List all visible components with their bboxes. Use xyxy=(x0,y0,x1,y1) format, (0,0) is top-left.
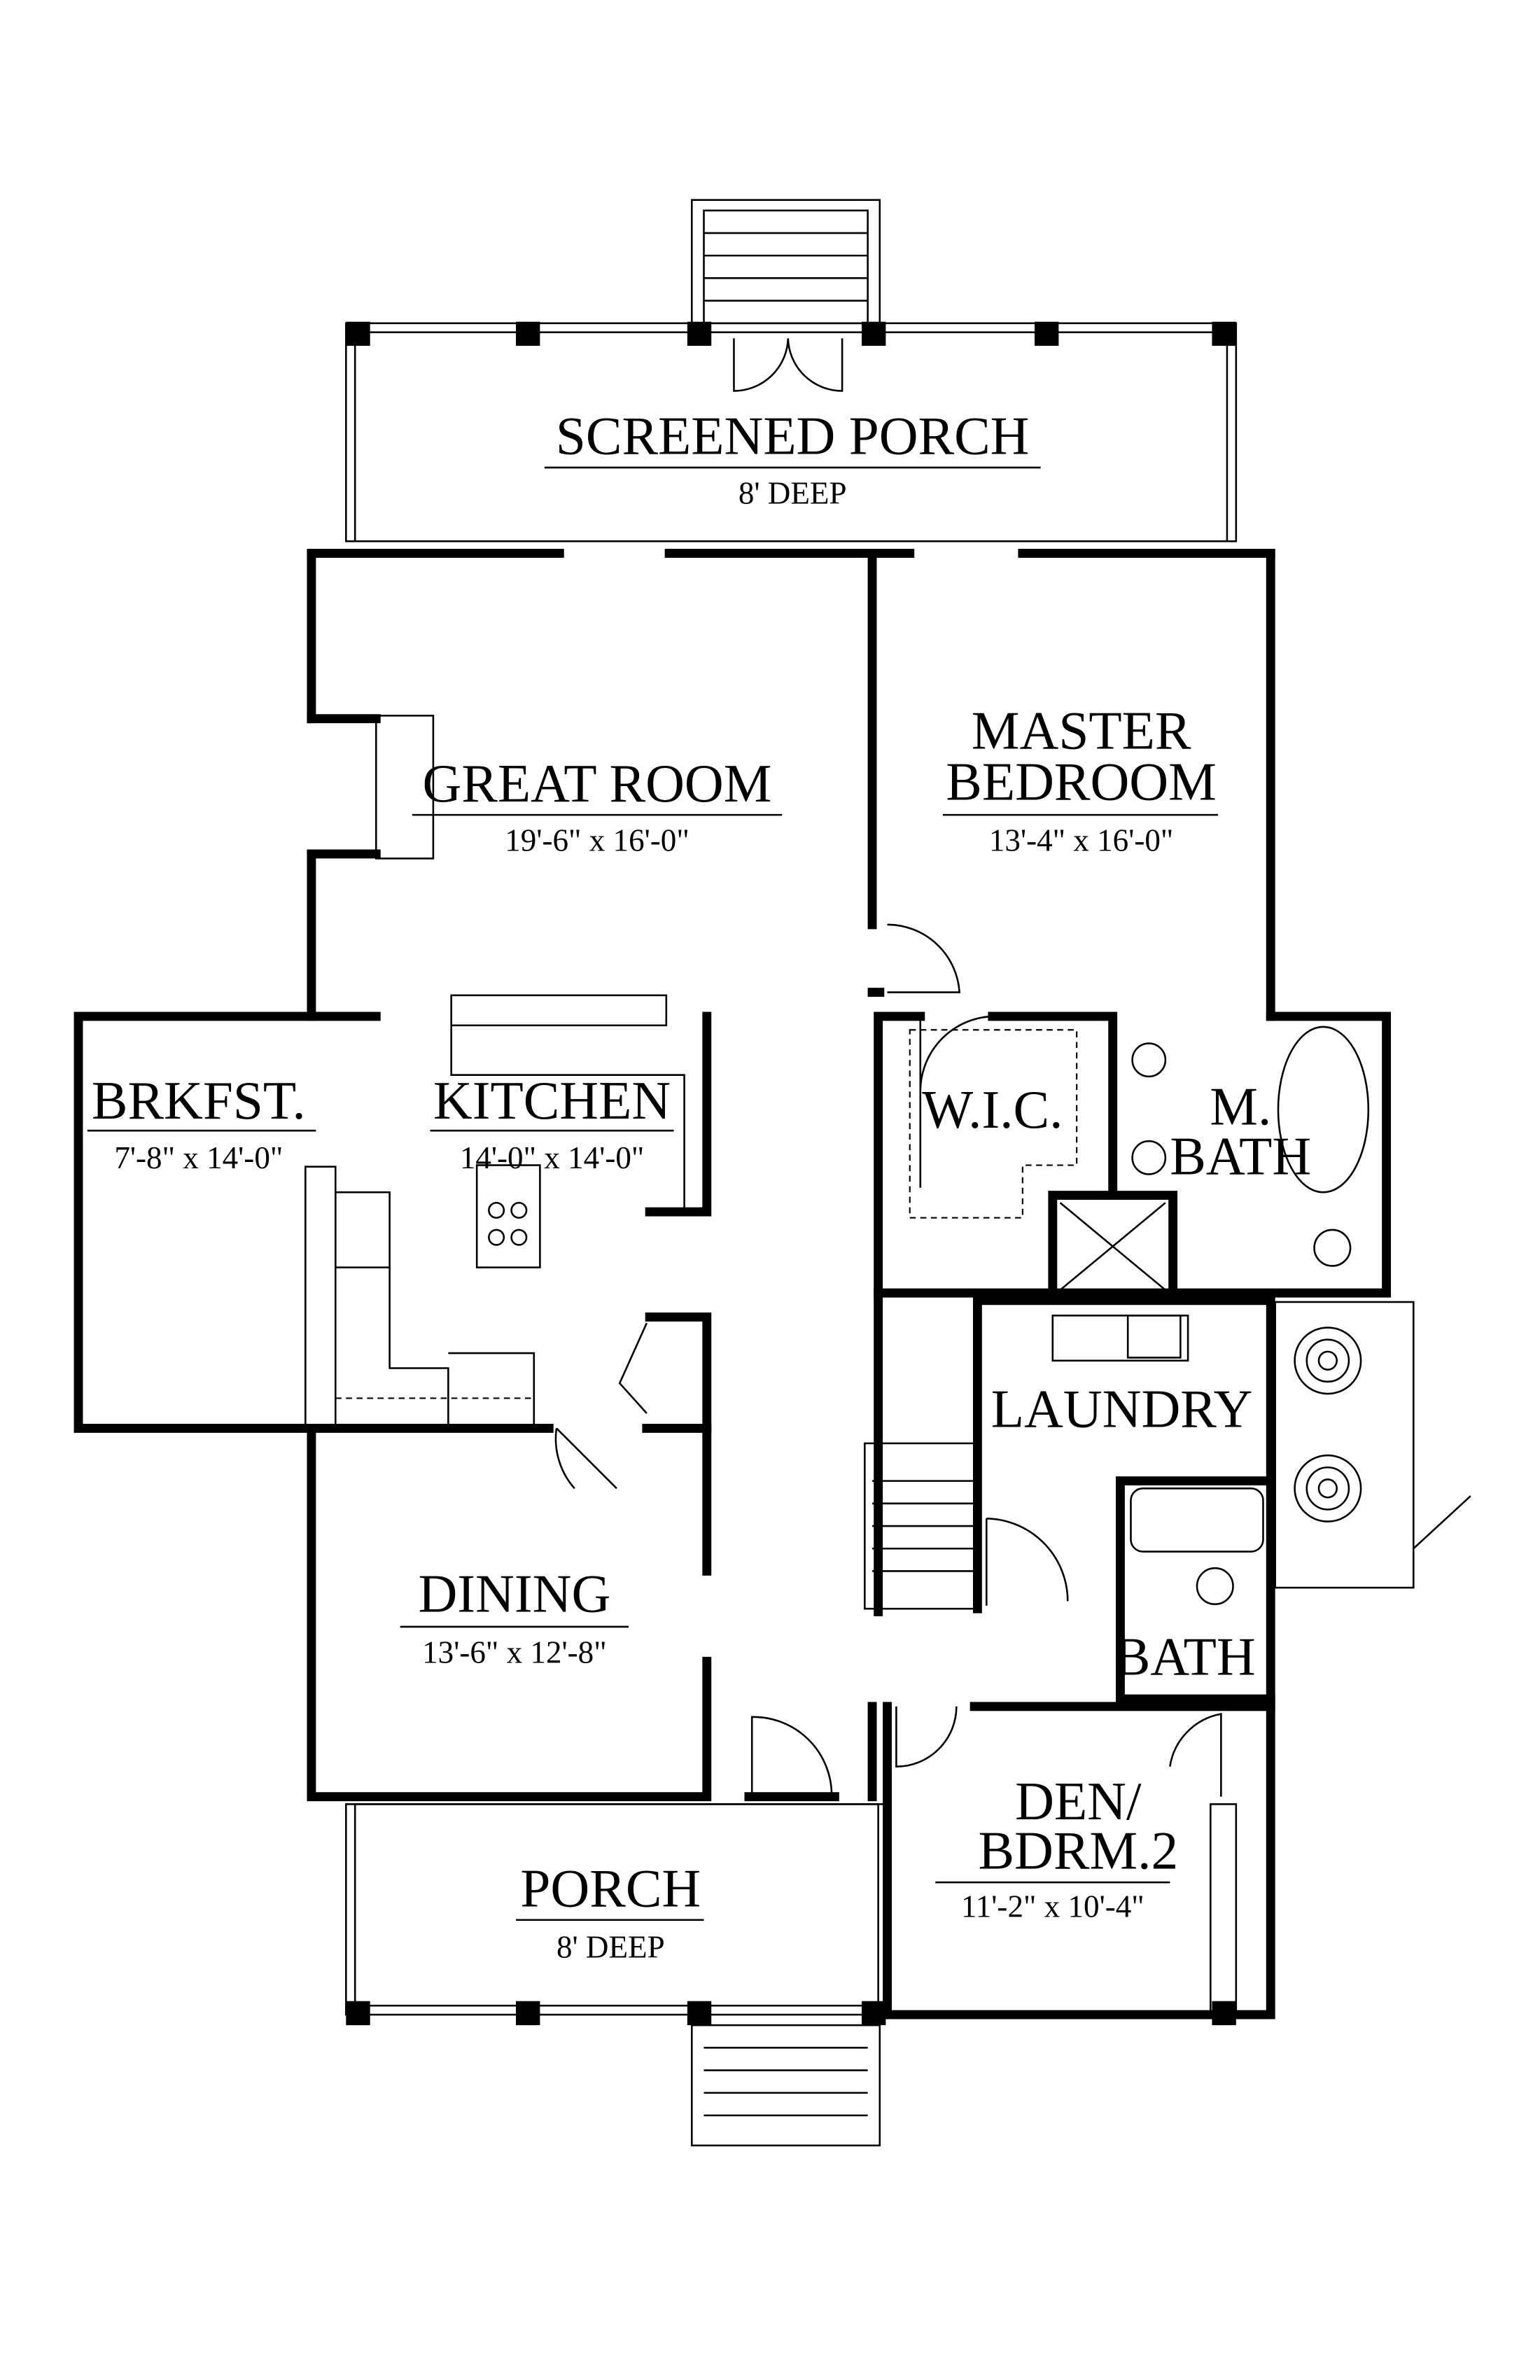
laundry-name: LAUNDRY xyxy=(991,1378,1253,1438)
kitchen-size: 14'-0" x 14'-0" xyxy=(460,1140,644,1175)
master-bedroom-size: 13'-4" x 16'-0" xyxy=(989,823,1173,858)
wic-name: W.I.C. xyxy=(922,1079,1063,1140)
screened-porch-label: SCREENED PORCH 8' DEEP xyxy=(544,406,1041,511)
walls xyxy=(74,548,1392,2019)
den-name: BDRM.2 xyxy=(978,1821,1178,1881)
m-bath-name: BATH xyxy=(1170,1126,1311,1186)
bath-name: BATH xyxy=(1114,1627,1256,1687)
kitchen-name: KITCHEN xyxy=(433,1070,671,1130)
master-bedroom-name: BEDROOM xyxy=(946,752,1217,812)
dining-name: DINING xyxy=(418,1563,610,1623)
great-room-size: 19'-6" x 16'-0" xyxy=(505,823,689,858)
stairs xyxy=(864,1442,979,1610)
brkfst-name: BRKFST. xyxy=(92,1070,306,1130)
front-porch-frame xyxy=(345,1803,1238,2147)
master-bedroom-name: MASTER xyxy=(972,701,1191,761)
brkfst-size: 7'-8" x 14'-0" xyxy=(114,1140,283,1175)
porch-name: PORCH xyxy=(520,1858,701,1918)
room-labels: GREAT ROOM 19'-6" x 16'-0" MASTER BEDROO… xyxy=(87,701,1311,1964)
den-name: DEN/ xyxy=(1015,1771,1142,1831)
porch-size: 8' DEEP xyxy=(556,1929,665,1964)
dining-size: 13'-6" x 12'-8" xyxy=(422,1634,606,1670)
great-room-name: GREAT ROOM xyxy=(422,753,771,813)
room-name: SCREENED PORCH xyxy=(556,406,1030,466)
top-steps xyxy=(691,199,881,325)
den-size: 11'-2" x 10'-4" xyxy=(961,1889,1144,1924)
room-size: 8' DEEP xyxy=(738,476,847,511)
screened-porch-frame xyxy=(345,321,1238,542)
m-bath-name: M. xyxy=(1210,1077,1271,1137)
fixtures xyxy=(304,715,1471,1797)
